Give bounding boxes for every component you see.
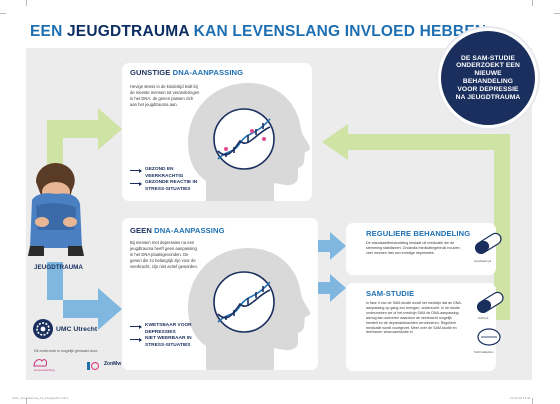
round-pill-icon — [477, 328, 501, 346]
head-silhouette-top — [188, 83, 311, 201]
no-adaptation-title-highlight: DNA-AANPASSING — [154, 226, 225, 235]
crop-mark — [26, 0, 27, 6]
dna-helix-icon — [217, 118, 271, 160]
title-part-3: KAN LEVENSLANG INVLOED HEBBEN — [189, 23, 487, 40]
print-slug: UMC_Jeugdtrauma_a3_Infographic.indd 1 — [12, 396, 69, 400]
sam-study-title: SAM-STUDIE — [366, 289, 415, 298]
pill-icon — [474, 232, 502, 255]
dna-helix-icon — [217, 281, 271, 323]
hand-icon — [63, 217, 77, 227]
green-arrow-back-icon — [322, 124, 510, 320]
regular-treatment-card — [346, 223, 496, 275]
head-silhouette-bottom — [188, 248, 311, 370]
no-adaptation-title: GEEN DNA-AANPASSING — [130, 226, 225, 235]
favorable-title-prefix: GUNSTIGE — [130, 68, 173, 77]
sam-study-card — [346, 283, 496, 371]
blue-arrow-down-icon — [47, 262, 122, 330]
favorable-body: Hevige stress in de kindertijd leidt bij… — [130, 84, 200, 107]
badge-text: DE SAM-STUDIE ONDERZOEKT EEN NIEUWE BEHA… — [455, 54, 521, 101]
round-pill-caption: SAM kalkpillen — [474, 350, 494, 354]
regular-treatment-title: REGULIERE BEHANDELING — [366, 229, 471, 238]
crop-mark — [0, 13, 6, 14]
sponsor-mark-icon — [87, 361, 100, 371]
no-adaptation-bullets: KWETSBAAR VOOR DEPRESSIES NIET WEERBAAR … — [130, 323, 202, 349]
bullet-item: GEZOND EN VEERKRACHTIG — [130, 167, 200, 180]
marker-icon — [250, 129, 254, 133]
sam-pill-caption: SAM pil — [478, 316, 489, 320]
pill-caption: standaard pil — [474, 259, 492, 263]
sam-study-body: In fase II van de SAM-studie wordt het m… — [366, 301, 462, 335]
crop-mark — [26, 398, 27, 404]
feet-icon — [28, 246, 84, 256]
hand-icon — [35, 217, 49, 227]
no-adaptation-title-prefix: GEEN — [130, 226, 155, 235]
marker-icon — [224, 147, 228, 151]
bullet-item: KWETSBAAR VOOR DEPRESSIES — [130, 323, 202, 336]
print-timestamp: 21-04-18 13:44 — [510, 396, 531, 400]
crop-mark — [554, 13, 560, 14]
sponsor-name: Hersenstichting — [34, 368, 55, 372]
hersenstichting-logo-icon — [33, 359, 47, 367]
blue-arrow-right-icon — [318, 232, 346, 260]
sam-study-badge: DE SAM-STUDIE ONDERZOEKT EEN NIEUWE BEHA… — [438, 28, 538, 128]
green-arrow-up-icon — [47, 108, 122, 176]
regular-treatment-body: De standaardbehandeling bestaat uit medi… — [366, 241, 460, 256]
title-part-1: EEN — [30, 23, 67, 40]
child-label: JEUGDTRAUMA — [34, 264, 83, 271]
title-part-2: JEUGDTRAUMA — [66, 23, 190, 40]
favorable-title-highlight: DNA-AANPASSING — [172, 68, 244, 77]
sponsor-name: ZonMw — [104, 361, 122, 367]
child-illustration — [28, 162, 84, 256]
page-title: EEN JEUGDTRAUMA KAN LEVENSLANG INVLOED H… — [30, 23, 486, 41]
sam-pill-icon — [476, 291, 504, 314]
favorable-title: GUNSTIGE DNA-AANPASSING — [130, 68, 243, 77]
no-adaptation-body: Bij mensen met depressies na een jeugdtr… — [130, 240, 198, 269]
crop-mark — [532, 0, 533, 6]
umc-logo-text: UMC Utrecht — [56, 326, 98, 333]
sponsor-note: Dit onderzoek is mogelijk gemaakt door: — [34, 349, 98, 353]
umc-logo-icon — [33, 319, 53, 339]
favorable-bullets: GEZOND EN VEERKRACHTIG GEZONDE REACTIE I… — [130, 167, 200, 193]
bullet-item: GEZONDE REACTIE IN STRESS-SITUATIES — [130, 180, 200, 193]
crop-mark — [532, 398, 533, 404]
blue-arrow-right-icon — [318, 274, 346, 302]
bullet-item: NIET WEERBAAR IN STRESS-SITUATIES — [130, 336, 202, 349]
marker-icon — [262, 137, 266, 141]
